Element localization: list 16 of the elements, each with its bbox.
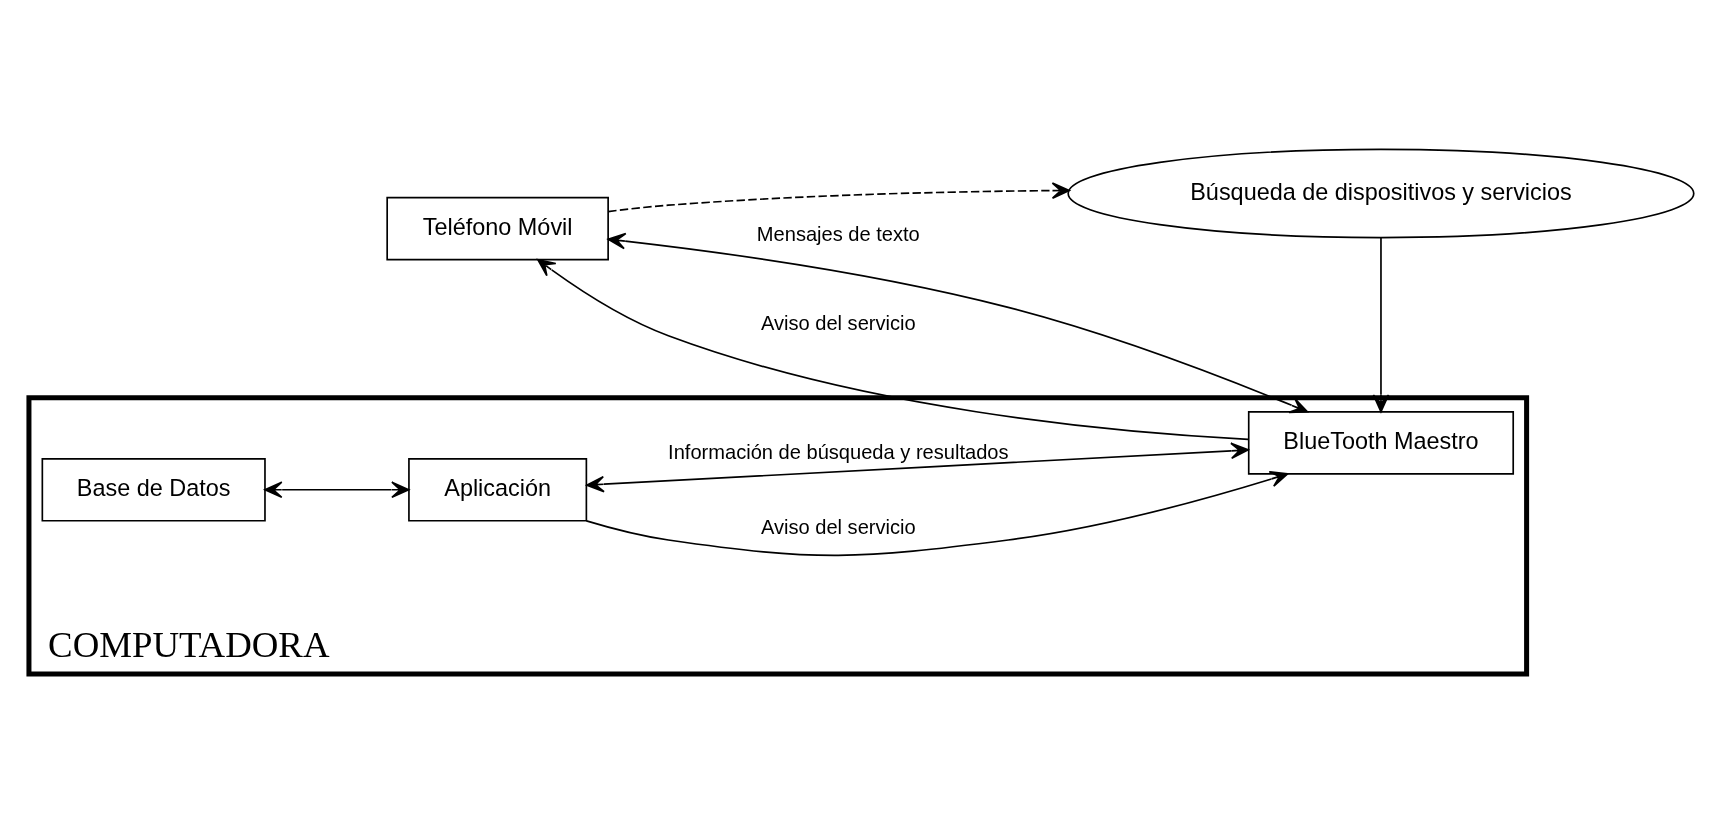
- arrow: [264, 480, 410, 498]
- arrow: [607, 181, 1071, 212]
- edge-label: Aviso del servicio: [760, 515, 916, 538]
- node-box: Teléfono Móvil: [386, 196, 609, 260]
- node-box: Base de Datos: [41, 457, 266, 522]
- node-box: Aplicación: [408, 457, 588, 522]
- arrow: [586, 441, 1249, 493]
- node-ellipse: Búsqueda de dispositivos y servicios: [1067, 148, 1695, 238]
- arrow: [537, 258, 1249, 440]
- arrow: [607, 232, 1309, 413]
- node-box: BlueTooth Maestro: [1247, 410, 1515, 475]
- edge-label: Aviso del servicio: [760, 311, 916, 334]
- edge-label: Mensajes de texto: [756, 222, 920, 245]
- edge-label: Información de búsqueda y resultados: [668, 440, 1009, 463]
- arrow: [1372, 236, 1390, 413]
- arrow: [585, 470, 1289, 556]
